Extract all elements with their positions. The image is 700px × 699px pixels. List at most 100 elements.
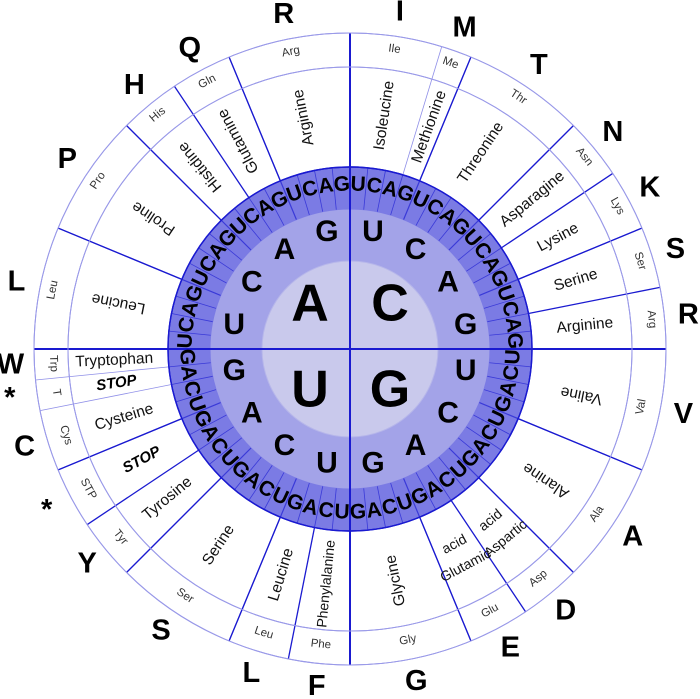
third-base-spoke	[457, 437, 491, 465]
third-base-spoke	[489, 330, 532, 336]
amino-acid-abbreviation: Ser	[632, 251, 649, 272]
third-base-U: U	[183, 393, 210, 415]
third-base-spoke	[487, 375, 529, 385]
third-base-A: A	[380, 176, 400, 202]
amino-acid-sector-divider	[419, 516, 472, 642]
second-base-U: U	[362, 215, 384, 248]
third-base-C: C	[499, 364, 524, 382]
amino-acid-sector-divider	[228, 516, 281, 642]
third-base-spoke	[457, 233, 491, 261]
third-base-spoke	[248, 465, 273, 501]
amino-acid-sector-divider	[517, 418, 643, 471]
amino-acid-sector-divider	[402, 46, 443, 175]
amino-acid-single-letter: H	[124, 69, 145, 101]
third-base-spoke	[168, 362, 211, 368]
third-base-spoke	[415, 188, 437, 226]
abbr-ring-outline	[67, 66, 633, 632]
third-base-spoke	[376, 170, 386, 212]
third-base-C: C	[379, 494, 399, 520]
third-base-spoke	[248, 197, 273, 233]
third-base-spoke	[473, 262, 511, 284]
amino-acid-single-letter: T	[530, 49, 548, 81]
second-base-C: C	[274, 429, 296, 462]
third-base-spoke	[415, 472, 437, 510]
third-base-spoke	[168, 330, 211, 336]
amino-acid-single-letter: L	[242, 657, 260, 689]
third-base-spoke	[466, 247, 502, 272]
amino-acid-single-letter: L	[8, 265, 26, 297]
third-base-spoke	[390, 174, 404, 216]
third-base-spoke	[171, 375, 213, 385]
amino-acid-single-letter: V	[674, 398, 694, 430]
wheel-sector-dividers	[33, 32, 667, 666]
amino-acid-sector-divider	[419, 56, 472, 182]
third-base-U: U	[501, 349, 525, 365]
third-base-G: G	[503, 332, 527, 349]
third-base-spoke	[466, 426, 502, 451]
third-base-ring-outline	[167, 166, 533, 532]
amino-acid-name: Tryptophan	[75, 350, 154, 371]
amino-acid-single-letter: Q	[178, 32, 201, 64]
third-base-spoke	[263, 188, 285, 226]
third-base-A: A	[176, 364, 201, 382]
amino-acid-single-letter: C	[14, 430, 35, 462]
third-base-C: C	[365, 173, 383, 198]
amino-acid-sector-divider	[228, 56, 281, 182]
third-base-G: G	[284, 489, 307, 516]
second-base-C: C	[241, 265, 263, 298]
amino-acid-name: STOP	[95, 372, 139, 395]
third-base-spoke	[363, 167, 369, 210]
amino-acid-abbreviation: Arg	[281, 44, 301, 59]
amino-acid-abbreviation: Phe	[310, 637, 331, 651]
third-base-spoke	[483, 295, 525, 309]
third-base-spoke	[296, 174, 310, 216]
third-base-A: A	[177, 299, 203, 319]
second-base-U: U	[455, 354, 477, 387]
third-base-G: G	[333, 172, 350, 196]
amino-acid-sector-divider	[35, 366, 169, 381]
second-base-G: G	[223, 354, 246, 387]
third-base-spoke	[390, 482, 404, 524]
third-base-spoke	[296, 482, 310, 524]
third-base-U: U	[492, 282, 519, 304]
third-base-spoke	[175, 295, 217, 309]
amino-acid-sector-divider	[287, 527, 316, 660]
third-base-U: U	[173, 333, 197, 349]
third-base-A: A	[317, 173, 335, 198]
amino-acid-sector-divider	[39, 384, 172, 412]
amino-acid-sector-divider	[57, 227, 183, 280]
third-base-spoke	[263, 472, 285, 510]
second-base-A: A	[241, 396, 263, 429]
amino-acid-single-letter: D	[555, 594, 576, 626]
third-base-spoke	[209, 437, 243, 465]
amino-acid-single-letter: R	[273, 0, 294, 30]
second-base-U: U	[223, 308, 245, 341]
amino-acid-sector-divider	[478, 477, 574, 573]
amino-acid-single-letter: S	[666, 233, 685, 265]
amino-acid-abbreviation: Gly	[398, 633, 417, 648]
third-base-spoke	[198, 426, 234, 451]
amino-acid-sector-divider	[500, 172, 614, 249]
amino-acid-sector-divider	[517, 227, 643, 280]
third-base-G: G	[181, 282, 208, 305]
amino-acid-single-letter: A	[622, 521, 643, 553]
third-base-spoke	[363, 488, 369, 531]
third-base-G: G	[490, 392, 517, 415]
third-base-G: G	[394, 180, 417, 207]
third-base-spoke	[198, 247, 234, 272]
amino-acid-sector-divider	[528, 286, 661, 315]
third-base-C: C	[317, 498, 335, 523]
amino-acid-abbreviation: Val	[634, 398, 649, 416]
third-base-spoke	[175, 389, 217, 403]
second-base-G: G	[361, 447, 384, 480]
amino-acid-single-letter: I	[396, 0, 404, 27]
outer-ring-outline	[33, 32, 667, 666]
third-base-spoke	[489, 362, 532, 368]
amino-acid-abbreviation: Ile	[388, 42, 402, 56]
amino-acid-abbreviation: Trp	[47, 355, 60, 372]
third-base-spoke	[473, 414, 511, 436]
third-base-C: C	[174, 316, 199, 334]
amino-acid-abbreviation: Arg	[645, 310, 659, 329]
third-base-A: A	[501, 316, 526, 334]
third-base-U: U	[350, 172, 366, 196]
